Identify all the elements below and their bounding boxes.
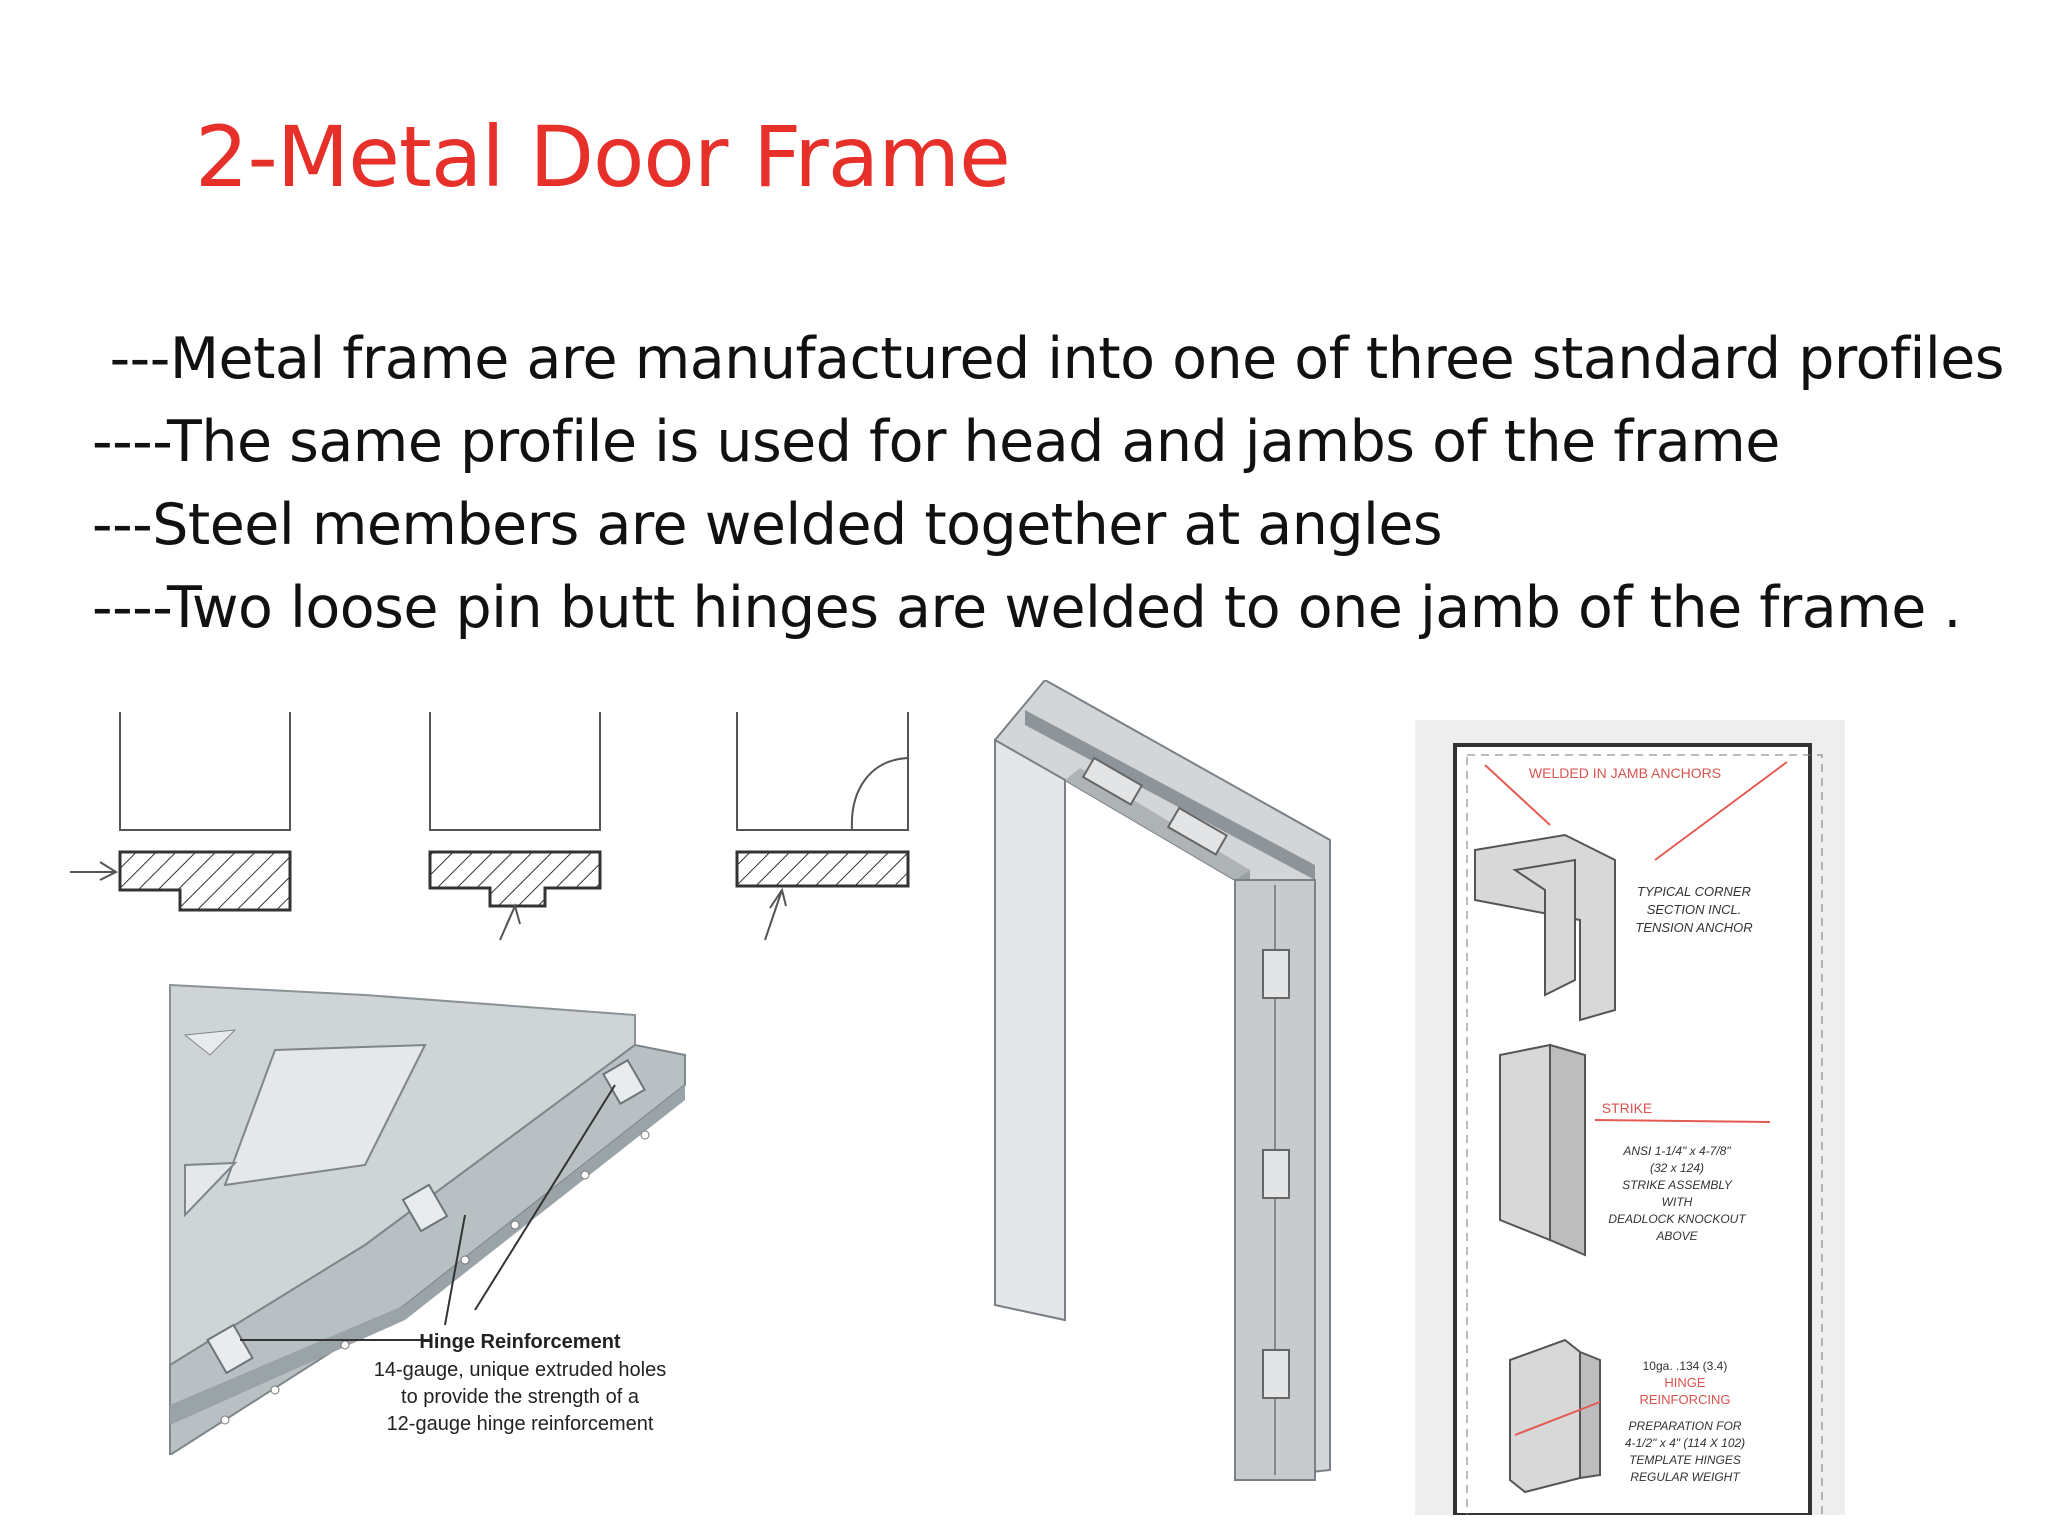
hinge-desc-line: 4-1/2" x 4" (114 X 102) [1625, 1436, 1745, 1450]
hinge-caption-line: 12-gauge hinge reinforcement [387, 1413, 654, 1435]
hinge-caption-line: to provide the strength of a [401, 1386, 640, 1408]
bullet-item: ---Steel members are welded together at … [92, 492, 1443, 558]
corner-label-line: TYPICAL CORNER [1637, 884, 1751, 899]
hinge-desc-line: TEMPLATE HINGES [1629, 1453, 1741, 1467]
strike-desc-line: WITH [1662, 1195, 1693, 1209]
metal-frame-3d-figure [994, 680, 1331, 1482]
bullet-item: ----Two loose pin butt hinges are welded… [92, 575, 1962, 641]
bullet-item: ---Metal frame are manufactured into one… [92, 326, 2005, 392]
strike-desc-line: ABOVE [1655, 1229, 1698, 1243]
hinge-desc-line: PREPARATION FOR [1629, 1419, 1742, 1433]
hinge-desc-line: REGULAR WEIGHT [1630, 1470, 1741, 1484]
bullet-item: ----The same profile is used for head an… [92, 409, 1780, 475]
corner-label-line: TENSION ANCHOR [1635, 920, 1752, 935]
corner-label-line: SECTION INCL. [1647, 902, 1742, 917]
hinge-reinforcement-figure: Hinge Reinforcement 14-gauge, unique ext… [169, 983, 686, 1455]
hinge-caption-line: 14-gauge, unique extruded holes [374, 1359, 666, 1381]
strike-label: STRIKE [1602, 1100, 1653, 1116]
strike-desc-line: DEADLOCK KNOCKOUT [1608, 1212, 1747, 1226]
bullet-list: ---Metal frame are manufactured into one… [92, 318, 2004, 650]
strike-desc-line: (32 x 124) [1650, 1161, 1704, 1175]
hinge-reinforcement-heading: Hinge Reinforcement [419, 1331, 620, 1353]
frame-profiles-figure [70, 712, 910, 941]
hinge-reinforcing-label: HINGE [1664, 1375, 1706, 1390]
welded-anchors-label: WELDED IN JAMB ANCHORS [1529, 765, 1721, 781]
strike-desc-line: STRIKE ASSEMBLY [1622, 1178, 1733, 1192]
slide-title: 2-Metal Door Frame [195, 108, 1011, 206]
strike-desc-line: ANSI 1-1/4" x 4-7/8" [1622, 1144, 1731, 1158]
jamb-anchors-figure: WELDED IN JAMB ANCHORS TYPICAL CORNER SE… [1415, 720, 1845, 1515]
hinge-reinforcing-label: REINFORCING [1640, 1392, 1731, 1407]
hinge-gauge-label: 10ga. .134 (3.4) [1643, 1359, 1728, 1373]
